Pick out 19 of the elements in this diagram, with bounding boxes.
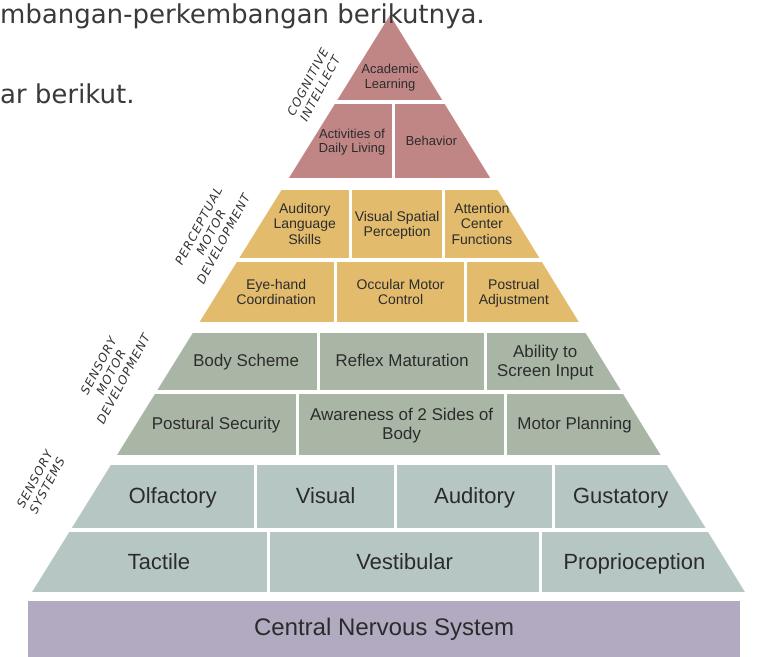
pyramid-block: Auditory	[397, 465, 552, 528]
pyramid-block: Occular Motor Control	[337, 262, 464, 322]
pyramid-block: Olfactory	[72, 465, 254, 528]
pyramid-block: Vestibular	[270, 532, 539, 592]
pyramid-block: Tactile	[32, 532, 267, 592]
paragraph-text: ar berikut.	[0, 80, 134, 112]
pyramid-block: Gustatory	[555, 465, 706, 528]
pyramid-block: Postrual Adjustment	[467, 262, 579, 322]
pyramid-block: Motor Planning	[507, 394, 661, 455]
pyramid-block: Body Scheme	[157, 333, 317, 390]
pyramid-block: Awareness of 2 Sides of Body	[299, 394, 504, 455]
pyramid-block: Visual	[257, 465, 394, 528]
pyramid-block: Reflex Maturation	[320, 333, 484, 390]
pyramid-block: Attention Center Functions	[445, 190, 540, 258]
pyramid-block: Proprioception	[542, 532, 745, 592]
pyramid-block: Behavior	[395, 104, 490, 178]
pyramid-block: Ability to Screen Input	[487, 333, 621, 390]
pyramid-block: Visual Spatial Perception	[352, 190, 442, 258]
base-bar: Central Nervous System	[28, 601, 740, 657]
